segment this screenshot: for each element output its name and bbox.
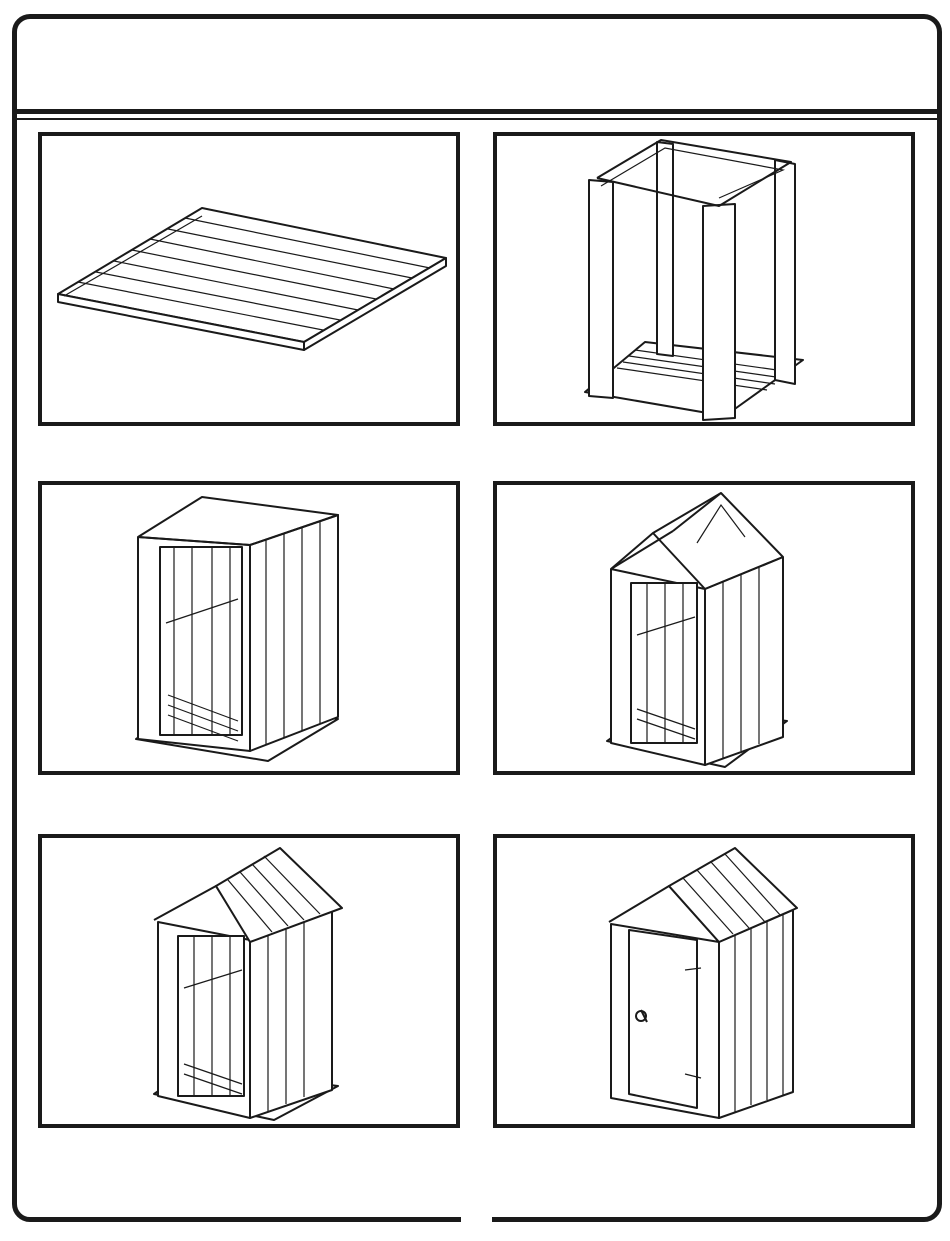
- step-2-panel: [493, 132, 915, 426]
- step-1-panel: [38, 132, 460, 426]
- completed-shed-illustration: [497, 838, 911, 1124]
- step-5-panel: [38, 834, 460, 1128]
- step-4-panel: [493, 481, 915, 775]
- corner-posts-illustration: [497, 136, 911, 422]
- step-3-panel: [38, 481, 460, 775]
- header-rule: [15, 109, 940, 114]
- step-6-panel: [493, 834, 915, 1128]
- wall-panels-illustration: [42, 485, 456, 771]
- header-rule-secondary: [15, 118, 940, 120]
- roof-panels-illustration: [42, 838, 456, 1124]
- floor-base-illustration: [42, 136, 456, 422]
- roof-trusses-illustration: [497, 485, 911, 771]
- footer-gap: [461, 1210, 492, 1224]
